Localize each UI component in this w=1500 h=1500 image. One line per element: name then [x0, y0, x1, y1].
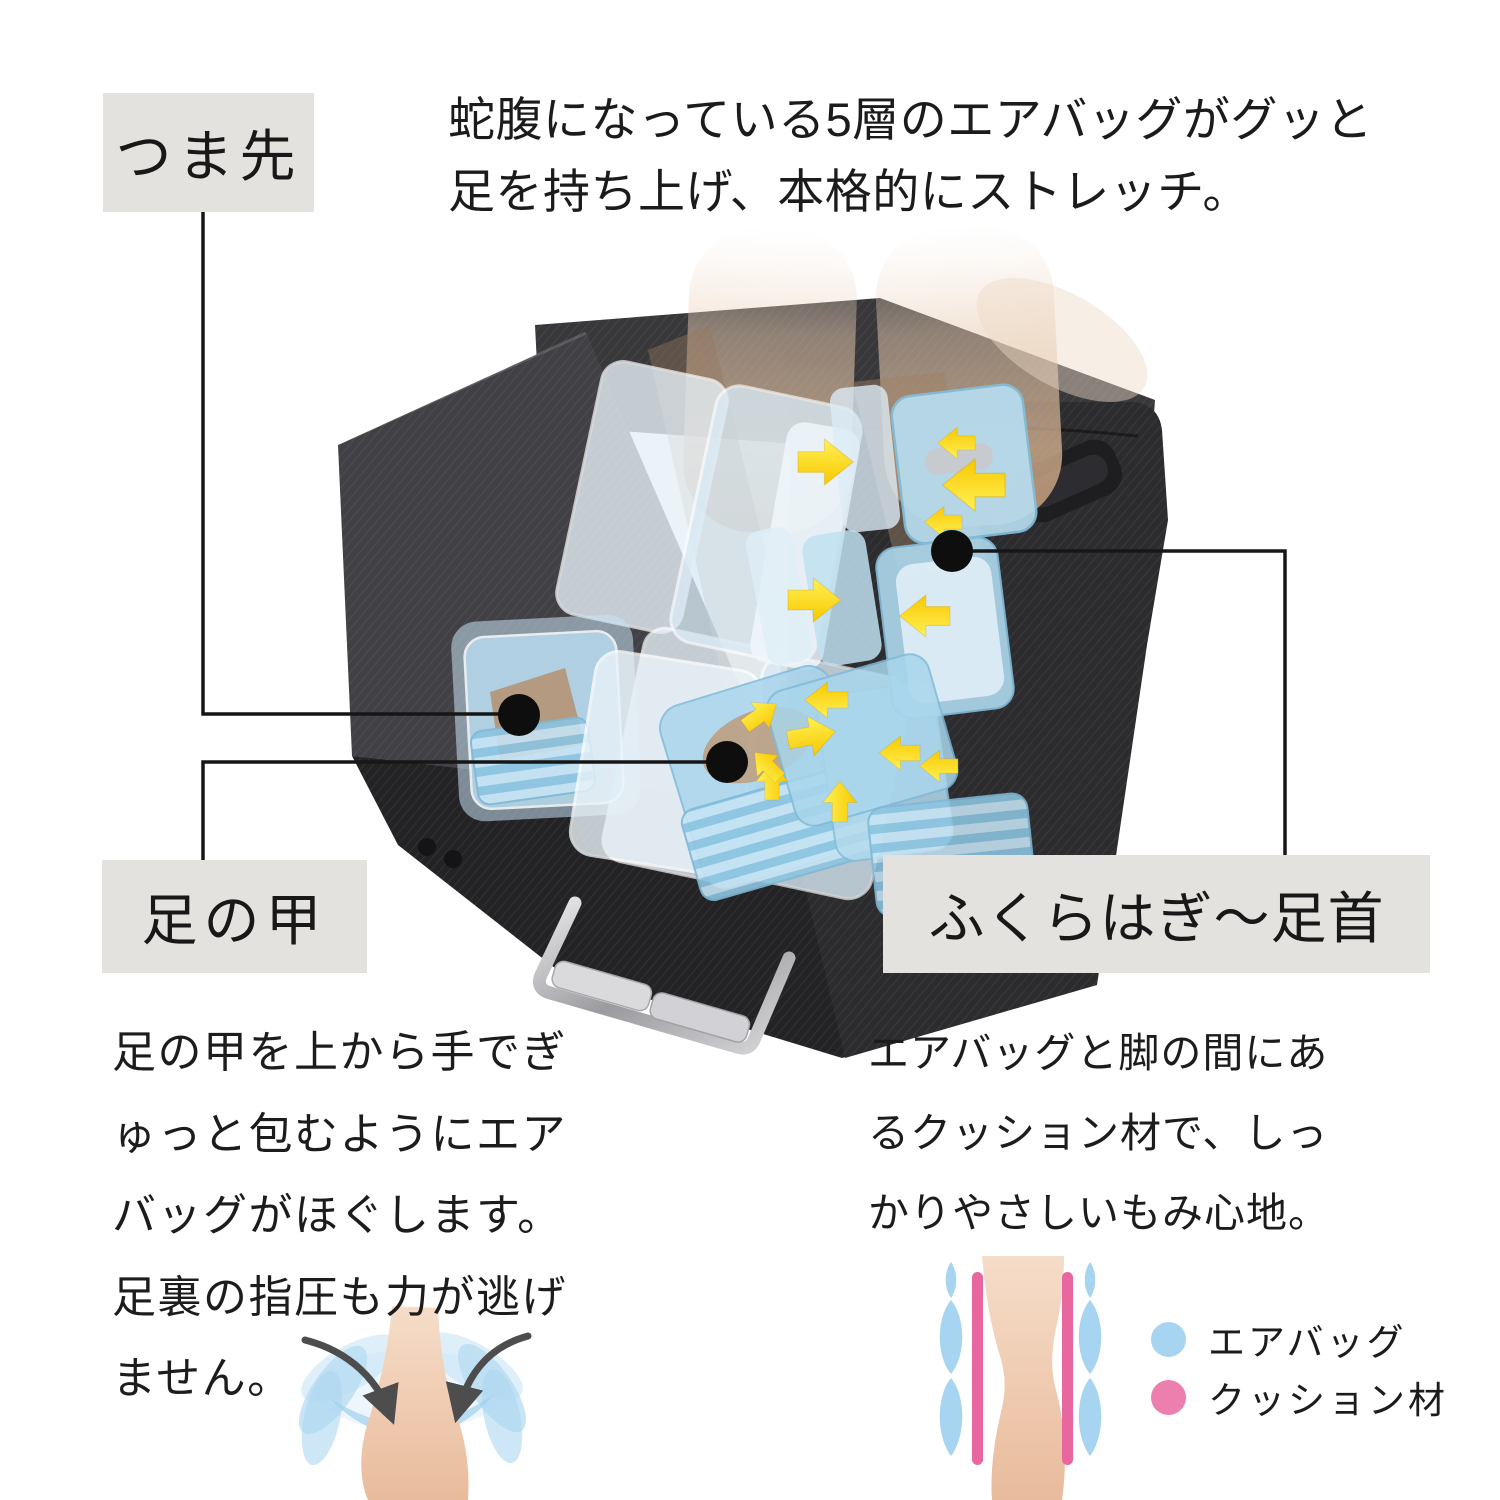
- device-left-flap-edge-highlight: [339, 331, 587, 445]
- instep-label-box: 足の甲: [102, 860, 367, 973]
- legend-row-airbag: エアバッグ: [1151, 1321, 1481, 1363]
- airbag-lens: [1078, 1378, 1102, 1456]
- calf-callout-line: [952, 549, 1287, 855]
- calf-ankle-label: ふくらはぎ〜足首: [928, 886, 1385, 950]
- instep-callout-line: [201, 760, 727, 860]
- instep-callout-dot: [706, 741, 748, 783]
- airbag-lens: [945, 1262, 957, 1298]
- toe-callout-dot: [498, 694, 540, 736]
- airbag-pad: [745, 527, 813, 665]
- cushion-bar: [972, 1272, 983, 1465]
- handle-grip: [551, 960, 653, 1012]
- legend: エアバッグ クッション材: [1151, 1321, 1481, 1437]
- airbag-pad: [802, 530, 882, 666]
- airbag-color-dot-icon: [1151, 1321, 1186, 1357]
- airbag-lens: [939, 1378, 963, 1456]
- toe-callout-line: [201, 212, 519, 716]
- airbag-lens: [1084, 1262, 1096, 1298]
- cushion-layer-illustration: [939, 1256, 1102, 1500]
- airbag-lens: [1078, 1300, 1102, 1374]
- cushion-bar: [1062, 1272, 1073, 1465]
- calf-callout-dot: [931, 530, 973, 572]
- wrap-arrow: [301, 1336, 399, 1425]
- leg-illustration: [982, 1256, 1065, 1500]
- airbag-petal: [301, 1370, 343, 1466]
- wrap-arrow: [445, 1332, 532, 1424]
- airbag-lenses: [939, 1262, 1102, 1456]
- right-foot: [976, 278, 1148, 402]
- calf-ankle-label-box: ふくらはぎ〜足首: [883, 855, 1430, 973]
- airbag-valve-clip: [925, 443, 993, 475]
- instep-wrap-illustration: [298, 1306, 532, 1500]
- airbag-petal: [481, 1368, 523, 1464]
- legend-row-cushion: クッション材: [1151, 1379, 1481, 1421]
- instep-description: 足の甲を上から手でぎ ゅっと包むようにエア バッグがほぐします。 足裏の指圧も力…: [112, 1028, 567, 1403]
- snap-button: [418, 838, 436, 856]
- snap-button: [444, 850, 462, 868]
- callout-lines: [201, 212, 1287, 860]
- legend-airbag-label: エアバッグ: [1208, 1322, 1407, 1363]
- toe-label: つま先: [115, 125, 302, 188]
- calf-ankle-description: エアバッグと脚の間にあ るクッション材で、しっ かりやさしいもみ心地。: [868, 1030, 1330, 1236]
- headline-text: 蛇腹になっている5層のエアバッグがグッと 足を持ち上げ、本格的にストレッチ。: [448, 93, 1373, 218]
- foot-illustration: [361, 1306, 469, 1500]
- handle-grip: [649, 992, 751, 1043]
- toe-label-box: つま先: [103, 93, 314, 212]
- cushion-color-dot-icon: [1151, 1379, 1186, 1415]
- legend-cushion-label: クッション材: [1208, 1380, 1448, 1421]
- instep-label: 足の甲: [141, 889, 328, 952]
- fold-handle: [533, 896, 796, 1055]
- airbag-pad: [830, 384, 901, 533]
- airbag-lens: [939, 1300, 963, 1374]
